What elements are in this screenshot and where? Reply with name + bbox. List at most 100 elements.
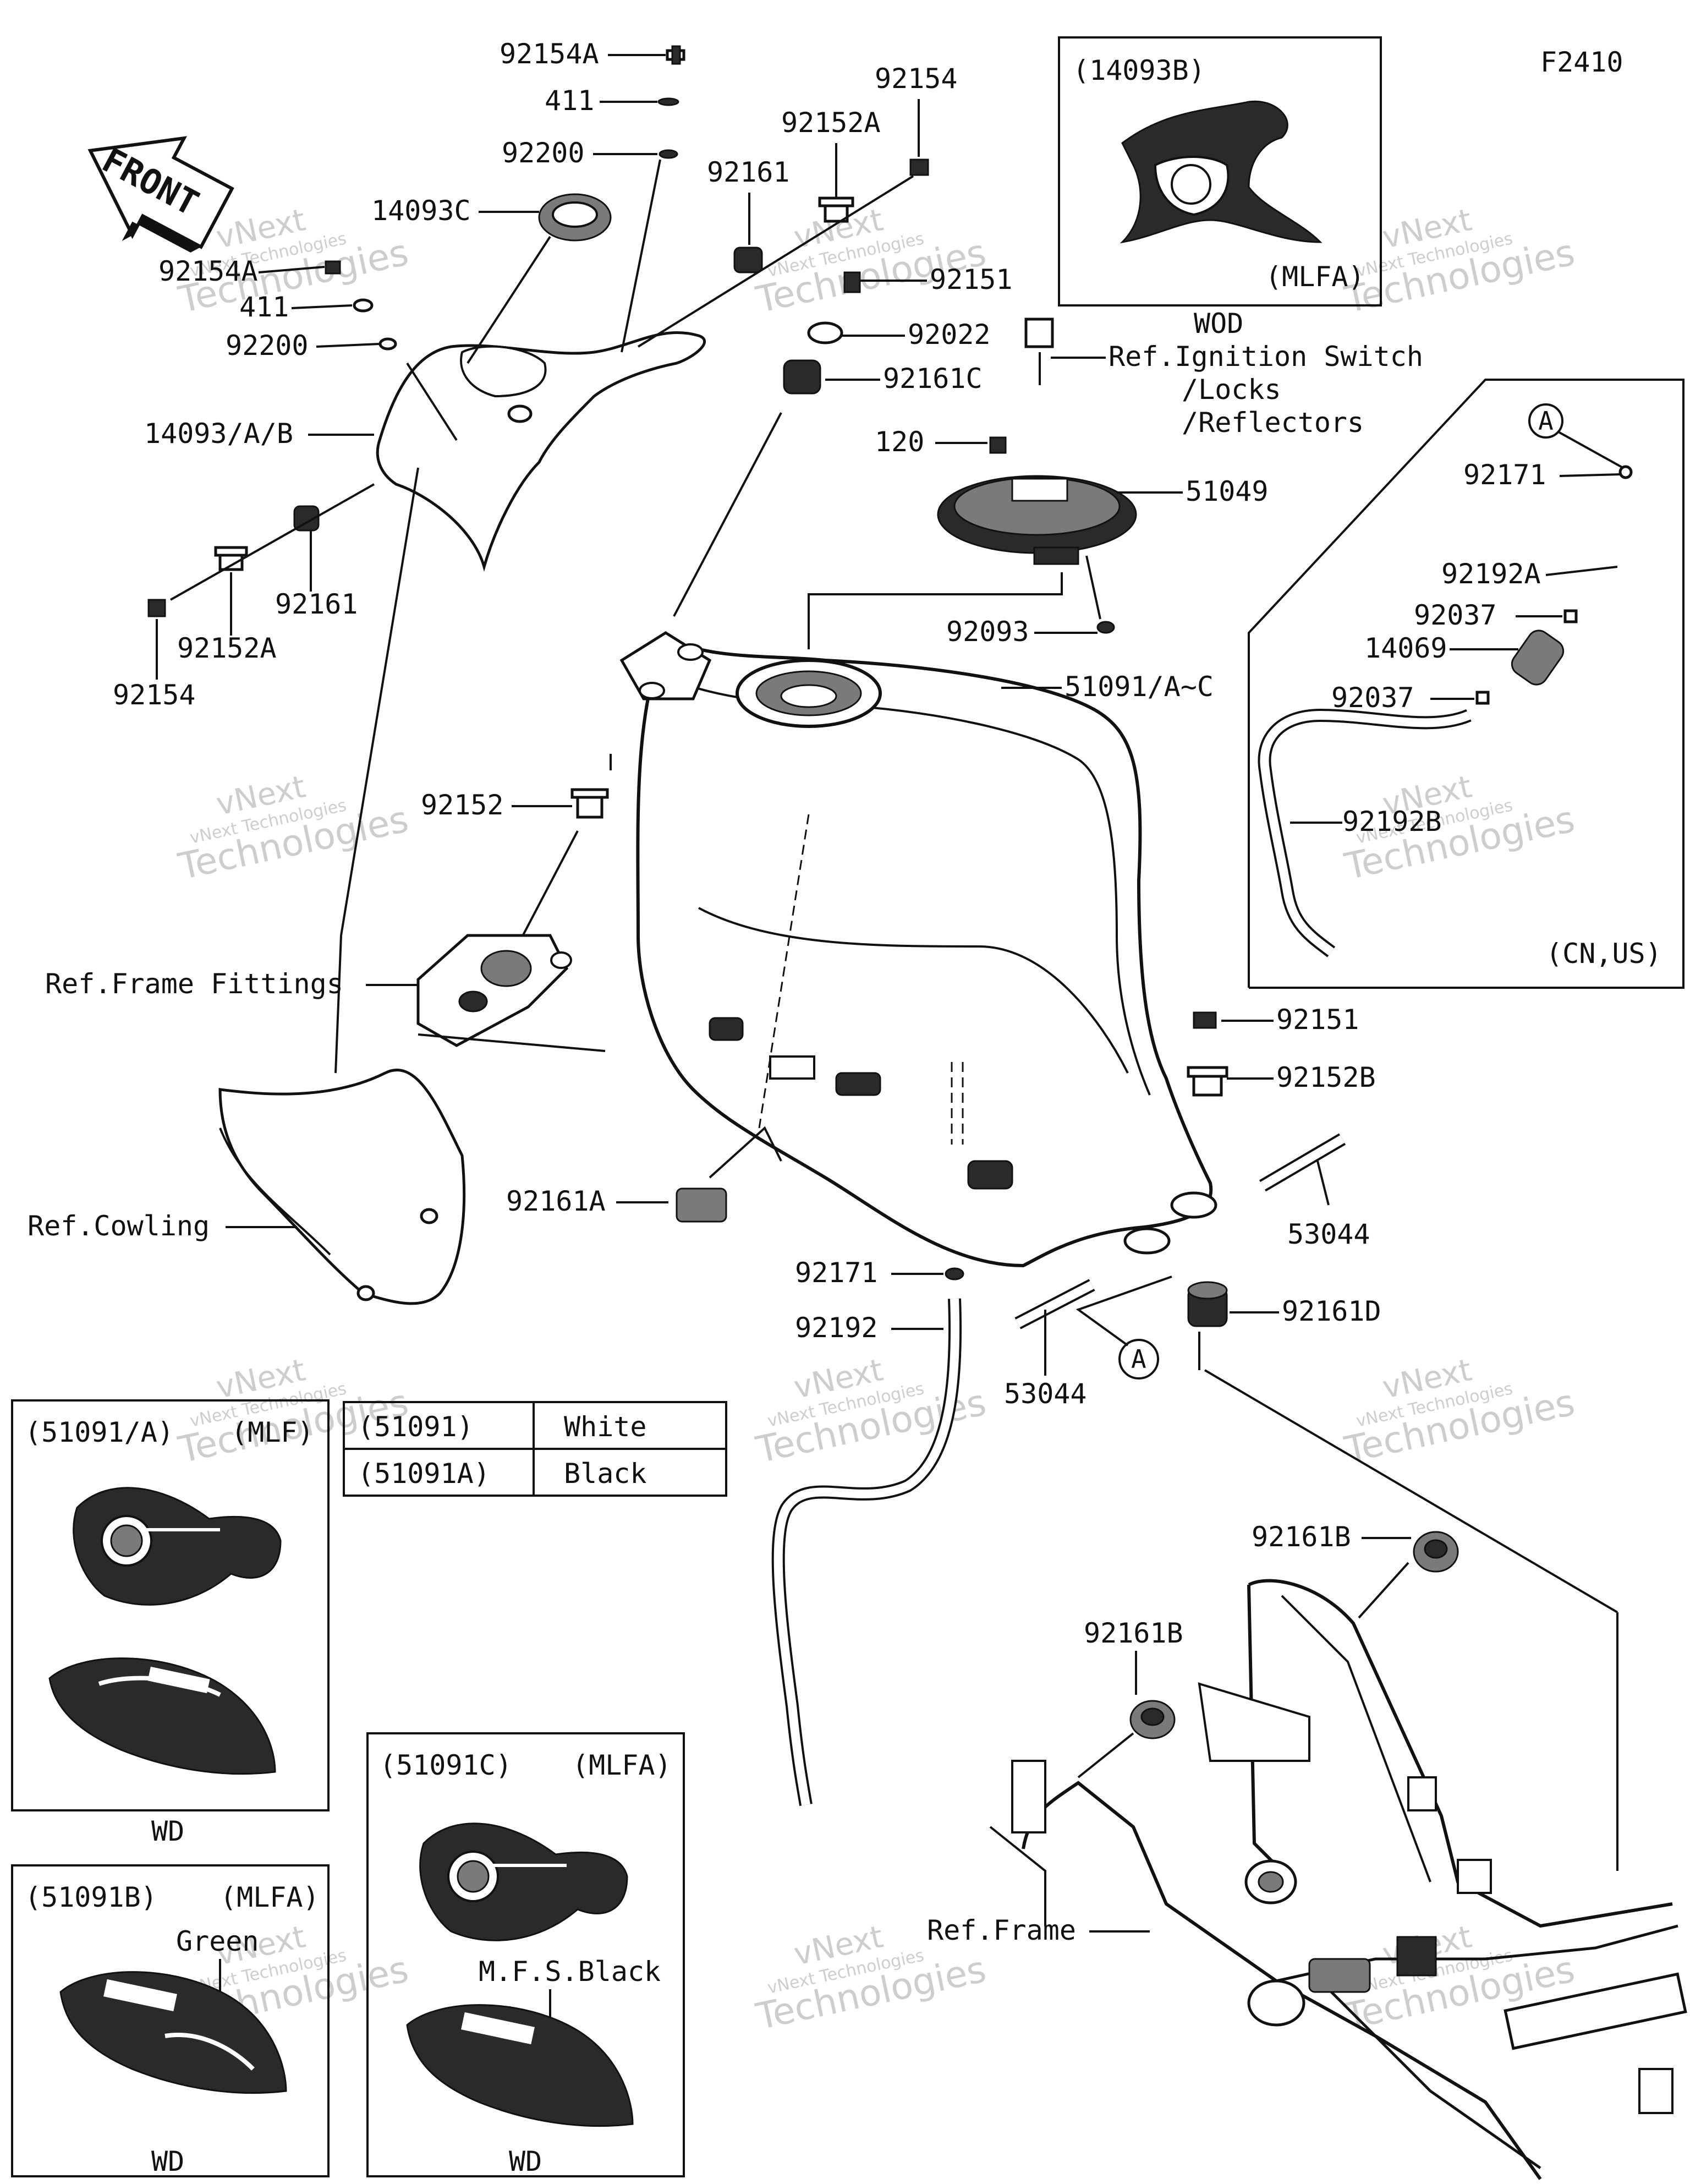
callout-51091: 51091/A~C (1065, 671, 1214, 703)
callout-92151-right: 92151 (1276, 1004, 1359, 1036)
callout-14069: 14069 (1364, 632, 1447, 664)
collar-icon (570, 788, 609, 819)
grommet-icon (783, 359, 821, 395)
motorcycle-frame-icon (989, 1579, 1687, 2180)
ref-ignition-line1: Ref.Ignition Switch (1109, 341, 1423, 373)
small-hardware-center: 92154 92152A 92161 92151 92022 92161C (637, 63, 1013, 617)
callout-92093: 92093 (946, 616, 1029, 648)
small-hardware-right: 92151 92152B 53044 92161D (1187, 1004, 1381, 1327)
callout-92171-inset: 92171 (1463, 459, 1546, 491)
fuel-tank (619, 631, 1217, 1268)
inset-variant: (MLF) (231, 1416, 314, 1448)
color-name-row1: White (564, 1411, 647, 1443)
inset-code: (14093B) (1073, 54, 1205, 86)
callout-92154A-mid: 92154A (158, 255, 258, 287)
inset-51091A: (51091/A) (MLF) WD (11, 1399, 330, 1847)
frame-bracket-icon (416, 934, 572, 1047)
callout-411-top: 411 (545, 85, 594, 117)
callout-92152: 92152 (421, 789, 504, 821)
callout-92152A-top: 92152A (781, 107, 881, 139)
callout-92154-left: 92154 (113, 679, 196, 711)
tank-top-view-icon (73, 1487, 282, 1606)
callout-92037-a: 92037 (1414, 599, 1497, 631)
lock-cylinder-icon (1024, 318, 1054, 348)
callout-14093C: 14093C (371, 195, 471, 227)
screw-icon (843, 271, 861, 293)
rod-icon (1259, 1133, 1346, 1192)
callout-92192A: 92192A (1441, 558, 1541, 590)
callout-53044-right: 53044 (1287, 1218, 1370, 1250)
bolt-icon (325, 260, 341, 275)
inset-variant: (MLFA) (572, 1749, 672, 1781)
callout-92161-top: 92161 (707, 156, 790, 188)
callout-92200-mid: 92200 (226, 330, 309, 362)
grommet-icon (1413, 1531, 1459, 1573)
grommet-icon (1129, 1700, 1176, 1739)
frame-group: 92161B 92161B Ref.Frame (927, 1332, 1687, 2180)
inset-code: (51091C) (380, 1749, 512, 1781)
grommet-icon (1187, 1281, 1228, 1327)
inset-variant: (MLFA) (1265, 261, 1365, 293)
ref-frame-fittings: Ref.Frame Fittings (45, 968, 343, 1000)
ref-frame: Ref.Frame (927, 1914, 1076, 1946)
fuel-cap-icon (937, 475, 1137, 565)
frame-fittings-group: 92152 Ref.Frame Fittings (45, 754, 612, 1052)
callout-92152A-left: 92152A (177, 632, 277, 664)
grommet-icon (733, 247, 763, 273)
callout-92161D: 92161D (1282, 1295, 1381, 1327)
inset-color: Green (176, 1925, 259, 1957)
callout-92200-top: 92200 (502, 137, 585, 169)
circle-label-a: A (1538, 406, 1554, 436)
callout-51049: 51049 (1186, 475, 1269, 507)
callout-92161-left: 92161 (275, 588, 358, 620)
callout-92161B-left: 92161B (1084, 1617, 1183, 1649)
callout-92161C: 92161C (883, 363, 983, 395)
tank-cover-icon (376, 331, 706, 572)
inset-color: M.F.S.Black (479, 1956, 661, 1988)
inset-variant: (MLFA) (220, 1881, 320, 1913)
inset-cn-us: A 92171 92192A 92037 14069 92037 92192B … (1248, 379, 1684, 989)
callout-120: 120 (875, 426, 924, 458)
cowling-group: Ref.Cowling (28, 467, 466, 1305)
inset-caption: WOD (1194, 308, 1243, 340)
circle-label-a-bottom: A (1131, 1344, 1146, 1374)
bolt-icon (147, 599, 166, 617)
callout-92022: 92022 (908, 319, 991, 351)
watermark: vNext vNext Technologies Technologies (752, 202, 990, 321)
tank-top-view-icon (419, 1822, 628, 1941)
screw-icon (989, 436, 1007, 454)
callout-92171-bottom: 92171 (795, 1257, 878, 1289)
inset-caption: WD (151, 2145, 184, 2177)
callout-92161A: 92161A (506, 1185, 606, 1217)
inset-51091B: (51091B) (MLFA) Green WD (11, 1864, 330, 2177)
callout-411-mid: 411 (239, 291, 289, 323)
screw-icon (1193, 1011, 1217, 1029)
front-arrow-icon: FRONT (87, 136, 234, 253)
inset-caption: WD (151, 1815, 184, 1847)
small-hardware-top: 92154A 411 92200 14093C (371, 38, 685, 242)
inset-14093B: (14093B) (MLFA) WOD (1058, 36, 1382, 340)
fuel-cap-group: Ref.Ignition Switch /Locks /Reflectors 1… (808, 318, 1423, 649)
region-label: (CN,US) (1546, 938, 1662, 970)
figure-code: F2410 (1540, 46, 1623, 78)
callout-14093AB: 14093/A/B (144, 418, 293, 450)
tank-side-view-icon (406, 2004, 634, 2127)
callout-92192B: 92192B (1342, 806, 1442, 838)
color-code-row2: (51091A) (358, 1458, 490, 1490)
callout-92037-b: 92037 (1331, 682, 1414, 714)
damper-icon (676, 1187, 727, 1223)
collar-icon (1187, 1066, 1228, 1097)
bolt-icon (666, 45, 685, 65)
fuel-filter-icon (1511, 630, 1565, 686)
watermark: vNext vNext Technologies Technologies (174, 769, 412, 888)
callout-53044-bottom: 53044 (1004, 1378, 1087, 1410)
rod-icon (1014, 1279, 1095, 1329)
tank-side-view-icon (59, 1971, 287, 2094)
watermark: vNext vNext Technologies Technologies (1341, 202, 1578, 321)
inset-caption: WD (509, 2145, 542, 2177)
inset-51091C: (51091C) (MLFA) M.F.S.Black WD (366, 1732, 685, 2177)
fuel-cap-ring-icon (538, 193, 612, 242)
watermark: vNext vNext Technologies Technologies (1341, 1352, 1578, 1471)
callout-92152B: 92152B (1276, 1061, 1376, 1093)
